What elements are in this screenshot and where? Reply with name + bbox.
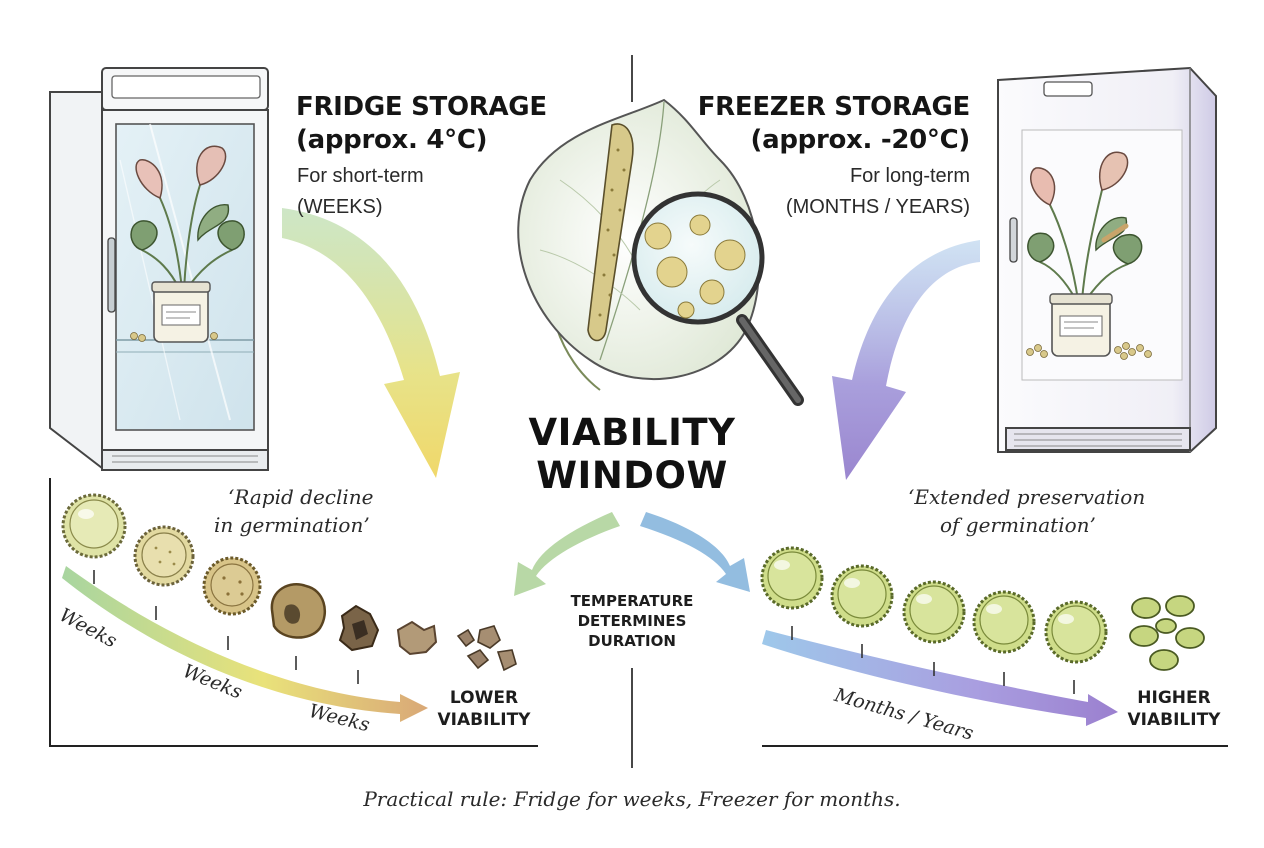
magnifying-glass-icon (631, 191, 804, 406)
freezer-quote-line1: ‘Extended preservation (908, 485, 1146, 509)
freezer-subtitle-line2: (MONTHS / YEARS) (785, 196, 970, 218)
higher-viability-line2: VIABILITY (1127, 710, 1221, 730)
pollen-grain-icon (902, 580, 966, 644)
pollen-grain-icon (202, 556, 262, 616)
fridge-axes (49, 478, 538, 747)
pollen-grain-icon (61, 493, 127, 559)
freezer-icon (997, 66, 1217, 453)
viability-title-line1: VIABILITY (528, 411, 736, 454)
fridge-quote-line2: in germination’ (214, 513, 370, 537)
fridge-ticks (93, 570, 359, 684)
pollen-grain-icon (133, 525, 195, 587)
freezer-title-line1: FREEZER STORAGE (697, 92, 971, 122)
pollen-grain-icon (830, 564, 894, 628)
fridge-subtitle-line1: For short-term (297, 165, 424, 187)
center-arrow-right (640, 512, 750, 592)
fridge-pollen-row (61, 493, 517, 672)
freezer-quote-line2: of germination’ (940, 513, 1096, 537)
center-arrow-left (514, 512, 620, 596)
freezer-subtitle-line1: For long-term (849, 165, 970, 187)
freezer-ticks (791, 626, 1075, 694)
fridge-quote-line1: ‘Rapid decline (228, 485, 374, 509)
center-note-line2: DETERMINES (577, 612, 687, 630)
viability-title-line2: WINDOW (536, 454, 728, 497)
lower-viability-line2: VIABILITY (437, 710, 531, 730)
pollen-grain-icon (456, 625, 517, 672)
fridge-arrow (282, 208, 460, 478)
freezer-timeline-arrow (762, 630, 1118, 726)
fridge-timeline-arrow (62, 566, 428, 722)
pollen-grain-icon (760, 546, 824, 610)
pollen-grain-icon (396, 620, 438, 656)
pollen-grain-icon (1129, 595, 1205, 671)
freezer-title-line2: (approx. -20°C) (750, 125, 971, 155)
fridge-title-line2: (approx. 4°C) (296, 125, 488, 155)
center-note-line3: DURATION (588, 632, 676, 650)
fridge-icon (49, 67, 269, 471)
higher-viability-line1: HIGHER (1137, 688, 1211, 708)
center-note-line1: TEMPERATURE (570, 592, 694, 610)
pollen-grain-icon (270, 583, 326, 639)
freezer-pollen-row (760, 546, 1205, 671)
pollen-grain-icon (338, 604, 380, 652)
pollen-grain-icon (972, 590, 1036, 654)
lower-viability-line1: LOWER (449, 688, 519, 708)
practical-rule-footer: Practical rule: Fridge for weeks, Freeze… (363, 787, 901, 811)
fridge-title-line1: FRIDGE STORAGE (296, 92, 547, 122)
fridge-subtitle-line2: (WEEKS) (297, 196, 383, 218)
pollen-grain-icon (1044, 600, 1108, 664)
freezer-arrow (832, 240, 980, 480)
